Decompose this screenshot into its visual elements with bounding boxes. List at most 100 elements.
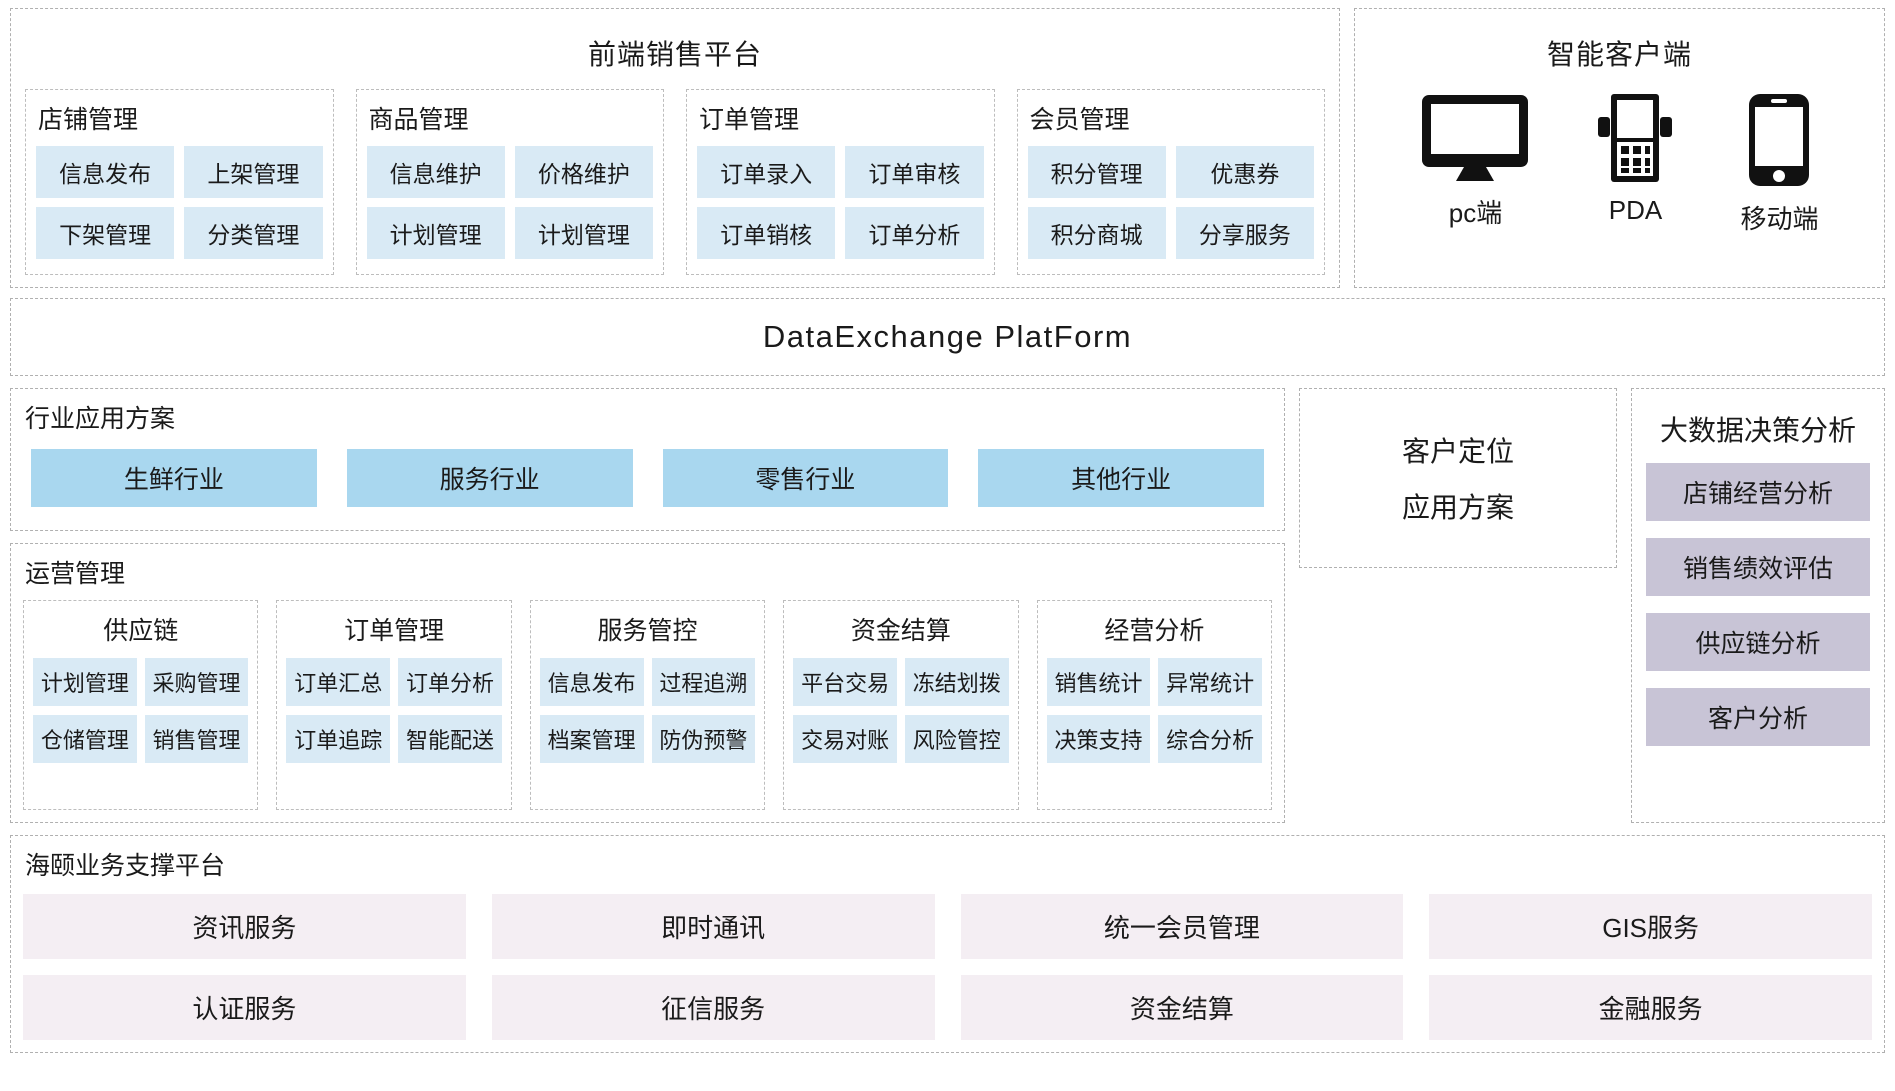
tag-item[interactable]: 决策支持	[1046, 715, 1151, 763]
tag-item[interactable]: 销售统计	[1046, 658, 1151, 706]
tag-item[interactable]: 智能配送	[398, 715, 502, 763]
ops-group-items: 销售统计 异常统计 决策支持 综合分析	[1046, 658, 1263, 763]
tag-item[interactable]: 信息发布	[539, 658, 644, 706]
tag-item[interactable]: 供应链分析	[1646, 613, 1870, 671]
operations-management-title: 运营管理	[25, 560, 126, 588]
sales-platform-groups: 店铺管理 信息发布 上架管理 下架管理 分类管理 商品管理 信息维护 价格维护 …	[21, 89, 1329, 277]
group-items: 积分管理 优惠券 积分商城 分享服务	[1027, 146, 1314, 259]
middle-center-column: 客户定位 应用方案	[1299, 388, 1617, 823]
smart-client-panel: 智能客户端 pc端	[1354, 8, 1885, 288]
tag-item[interactable]: 客户分析	[1646, 688, 1870, 746]
group-title: 订单管理	[699, 106, 800, 134]
group-items: 信息维护 价格维护 计划管理 计划管理	[366, 146, 653, 259]
device-label: pc端	[1448, 198, 1503, 228]
industry-tag[interactable]: 服务行业	[346, 449, 633, 507]
tag-item[interactable]: 信息维护	[366, 146, 505, 198]
smart-client-title: 智能客户端	[1546, 39, 1692, 70]
tag-item[interactable]: 金融服务	[1429, 975, 1872, 1040]
tag-item[interactable]: 积分商城	[1027, 207, 1166, 259]
group-order-management: 订单管理 订单录入 订单审核 订单销核 订单分析	[686, 89, 995, 275]
device-pc[interactable]: pc端	[1420, 93, 1530, 230]
device-list: pc端	[1365, 89, 1874, 277]
mobile-icon	[1748, 93, 1810, 187]
tag-item[interactable]: 订单追踪	[286, 715, 391, 763]
group-member-management: 会员管理 积分管理 优惠券 积分商城 分享服务	[1016, 89, 1325, 275]
big-data-item-list: 店铺经营分析 销售绩效评估 供应链分析 客户分析	[1646, 463, 1870, 810]
tag-item[interactable]: 下架管理	[36, 207, 175, 259]
tag-item[interactable]: 订单录入	[697, 146, 836, 198]
ops-group-business-analysis: 经营分析 销售统计 异常统计 决策支持 综合分析	[1036, 600, 1273, 810]
middle-left-column: 行业应用方案 生鲜行业 服务行业 零售行业 其他行业 运营管理 供应链 计划管理…	[10, 388, 1285, 823]
tag-item[interactable]: 订单分析	[398, 658, 502, 706]
ops-group-order-management: 订单管理 订单汇总 订单分析 订单追踪 智能配送	[276, 600, 512, 810]
tag-item[interactable]: 计划管理	[514, 207, 653, 259]
group-items: 订单录入 订单审核 订单销核 订单分析	[697, 146, 984, 259]
group-title: 商品管理	[368, 106, 469, 134]
data-exchange-title: DataExchange PlatForm	[762, 319, 1133, 354]
tag-item[interactable]: 价格维护	[514, 146, 653, 198]
big-data-analysis-title: 大数据决策分析	[1659, 415, 1856, 446]
tag-item[interactable]: 分类管理	[184, 207, 323, 259]
tag-item[interactable]: 交易对账	[793, 715, 897, 763]
data-exchange-platform-bar: DataExchange PlatForm	[10, 298, 1885, 376]
ops-group-supply-chain: 供应链 计划管理 采购管理 仓储管理 销售管理	[23, 600, 259, 810]
ops-group-items: 计划管理 采购管理 仓储管理 销售管理	[33, 658, 249, 763]
tag-item[interactable]: 统一会员管理	[960, 894, 1404, 959]
tag-item[interactable]: 优惠券	[1175, 146, 1314, 198]
tag-item[interactable]: 上架管理	[184, 146, 323, 198]
tag-item[interactable]: 采购管理	[144, 658, 249, 706]
tag-item[interactable]: 综合分析	[1158, 715, 1263, 763]
industry-tag[interactable]: 其他行业	[978, 449, 1264, 507]
ops-group-items: 订单汇总 订单分析 订单追踪 智能配送	[286, 658, 502, 763]
monitor-icon	[1420, 93, 1530, 181]
device-label: PDA	[1608, 195, 1663, 225]
top-row: 前端销售平台 店铺管理 信息发布 上架管理 下架管理 分类管理 商品管理 信息维…	[10, 8, 1885, 288]
tag-item[interactable]: 订单审核	[845, 146, 984, 198]
customer-locate-line2: 应用方案	[1401, 492, 1514, 523]
tag-item[interactable]: 积分管理	[1027, 146, 1166, 198]
tag-item[interactable]: 资金结算	[960, 975, 1404, 1040]
group-title: 店铺管理	[38, 106, 139, 134]
tag-item[interactable]: 订单分析	[845, 207, 984, 259]
sales-platform-title: 前端销售平台	[587, 39, 762, 70]
customer-locate-panel: 客户定位 应用方案	[1299, 388, 1617, 568]
tag-item[interactable]: 仓储管理	[33, 715, 137, 763]
industry-solutions-title: 行业应用方案	[25, 405, 176, 433]
tag-item[interactable]: 订单汇总	[286, 658, 391, 706]
tag-item[interactable]: 异常统计	[1158, 658, 1263, 706]
big-data-analysis-panel: 大数据决策分析 店铺经营分析 销售绩效评估 供应链分析 客户分析	[1631, 388, 1885, 823]
tag-item[interactable]: 店铺经营分析	[1646, 463, 1870, 521]
tag-item[interactable]: 征信服务	[491, 975, 935, 1040]
tag-item[interactable]: 冻结划拨	[904, 658, 1009, 706]
tag-item[interactable]: 档案管理	[539, 715, 644, 763]
middle-right-column: 大数据决策分析 店铺经营分析 销售绩效评估 供应链分析 客户分析	[1631, 388, 1885, 823]
tag-item[interactable]: 资讯服务	[23, 894, 466, 959]
tag-item[interactable]: 分享服务	[1175, 207, 1314, 259]
device-pda[interactable]: PDA	[1593, 93, 1677, 226]
tag-item[interactable]: 计划管理	[366, 207, 505, 259]
device-mobile[interactable]: 移动端	[1740, 93, 1818, 236]
industry-tag[interactable]: 生鲜行业	[31, 449, 317, 507]
tag-item[interactable]: 风险管控	[904, 715, 1009, 763]
group-product-management: 商品管理 信息维护 价格维护 计划管理 计划管理	[355, 89, 664, 275]
industry-tag[interactable]: 零售行业	[662, 449, 949, 507]
group-items: 信息发布 上架管理 下架管理 分类管理	[36, 146, 323, 259]
customer-locate-line1: 客户定位	[1401, 436, 1514, 467]
tag-item[interactable]: 信息发布	[36, 146, 175, 198]
group-store-management: 店铺管理 信息发布 上架管理 下架管理 分类管理	[25, 89, 334, 275]
middle-row: 行业应用方案 生鲜行业 服务行业 零售行业 其他行业 运营管理 供应链 计划管理…	[10, 388, 1885, 823]
tag-item[interactable]: 销售管理	[144, 715, 249, 763]
tag-item[interactable]: 认证服务	[23, 975, 466, 1040]
tag-item[interactable]: 订单销核	[697, 207, 836, 259]
tag-item[interactable]: 平台交易	[793, 658, 897, 706]
tag-item[interactable]: 计划管理	[33, 658, 137, 706]
tag-item[interactable]: 即时通讯	[491, 894, 935, 959]
device-label: 移动端	[1740, 204, 1819, 234]
tag-item[interactable]: 销售绩效评估	[1646, 538, 1870, 596]
tag-item[interactable]: 防伪预警	[651, 715, 756, 763]
tag-item[interactable]: 过程追溯	[651, 658, 756, 706]
ops-group-title: 资金结算	[850, 617, 951, 645]
group-title: 会员管理	[1029, 106, 1130, 134]
operations-management-panel: 运营管理 供应链 计划管理 采购管理 仓储管理 销售管理 订单管理	[10, 543, 1285, 823]
tag-item[interactable]: GIS服务	[1429, 894, 1872, 959]
